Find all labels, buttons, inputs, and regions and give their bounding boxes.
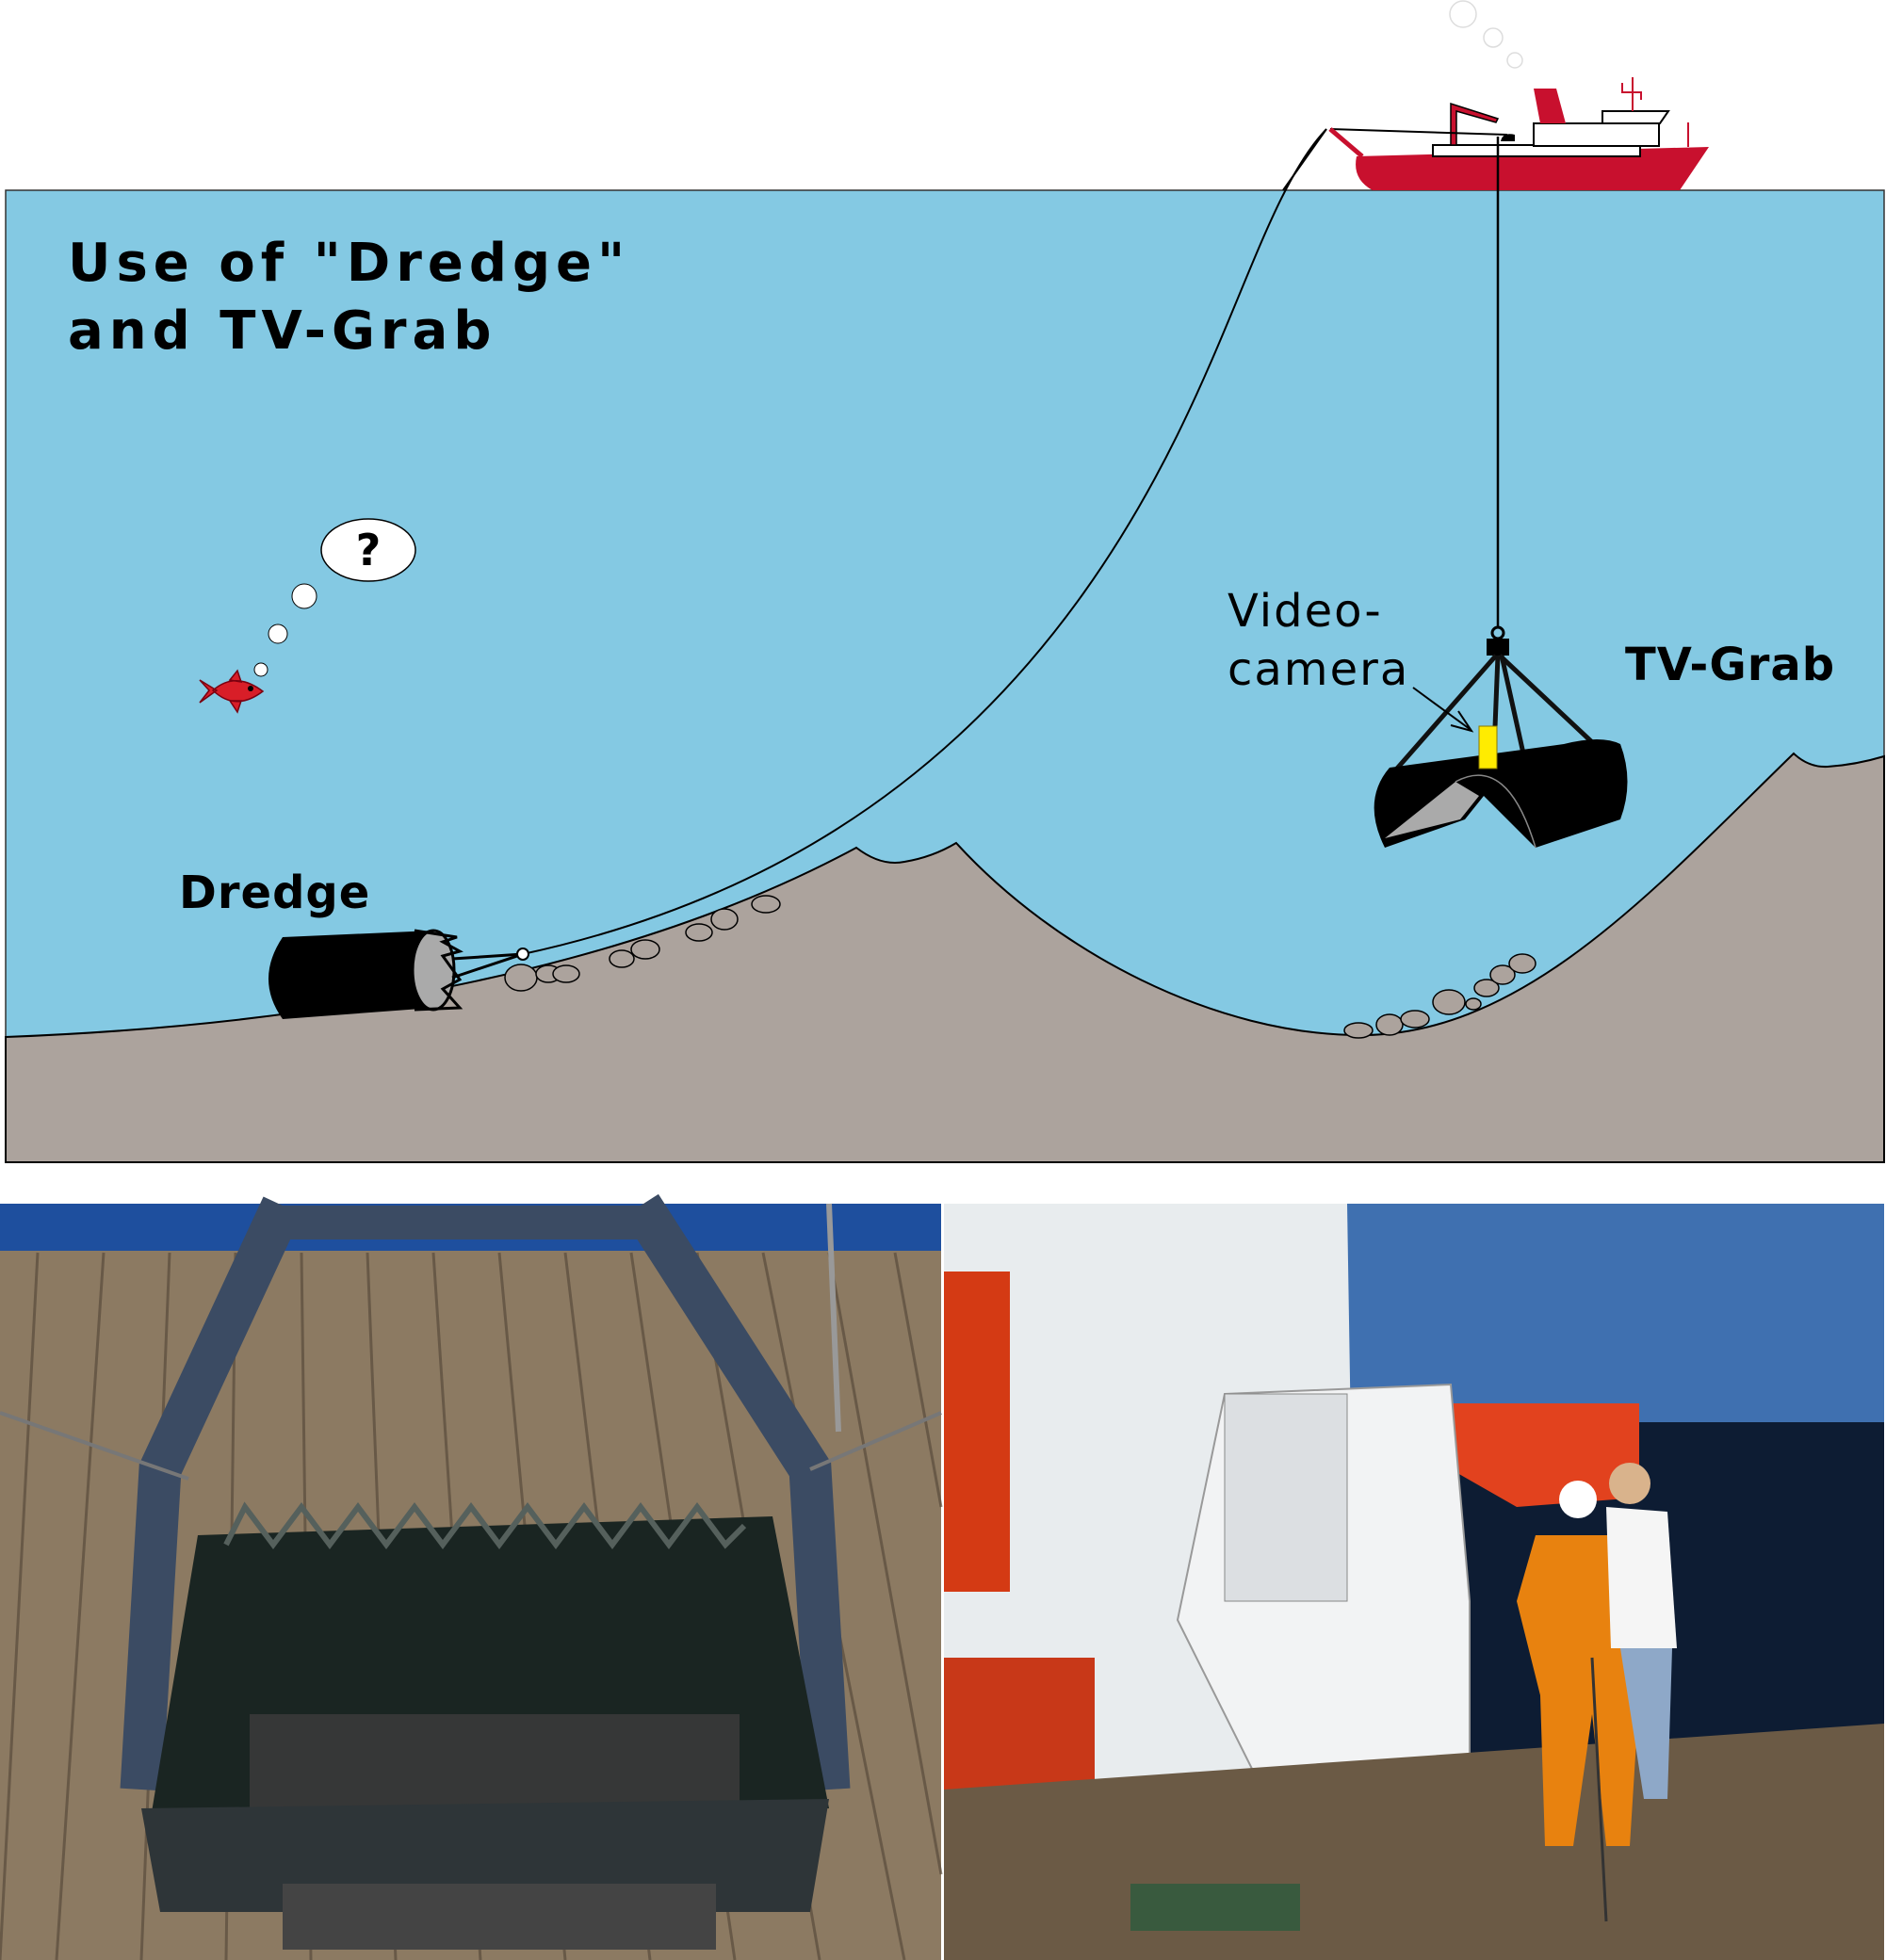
dredge-label: Dredge — [179, 867, 370, 919]
tv-grab-label: TV-Grab — [1625, 639, 1835, 691]
fish-icon — [199, 669, 265, 714]
video-camera-label-line2: camera — [1228, 643, 1409, 696]
dredge-illustration — [268, 929, 529, 1019]
seafloor — [5, 752, 1885, 1163]
dredge-cable — [522, 128, 1327, 955]
tv-grab-illustration — [1374, 625, 1628, 849]
video-camera-label-line1: Video- — [1228, 585, 1383, 638]
worker-white-shirt — [1606, 1463, 1677, 1799]
ocean-diagram: Use of "Dredge" and TV-Grab Dredge — [5, 0, 1885, 1163]
rocks — [504, 895, 1536, 1039]
research-ship — [1328, 0, 1709, 190]
dredge-on-deck-photo — [0, 1193, 943, 1960]
thought-bubble: ? — [253, 518, 416, 677]
worker-orange-suit — [1517, 1481, 1639, 1846]
diagram-title-line2: and TV-Grab — [68, 300, 496, 362]
tv-grab-on-deck-photo — [944, 1204, 1884, 1960]
diagram-title-line1: Use of "Dredge" — [68, 233, 630, 294]
camera-pointer-arrow — [1412, 687, 1474, 733]
question-mark: ? — [356, 525, 382, 575]
